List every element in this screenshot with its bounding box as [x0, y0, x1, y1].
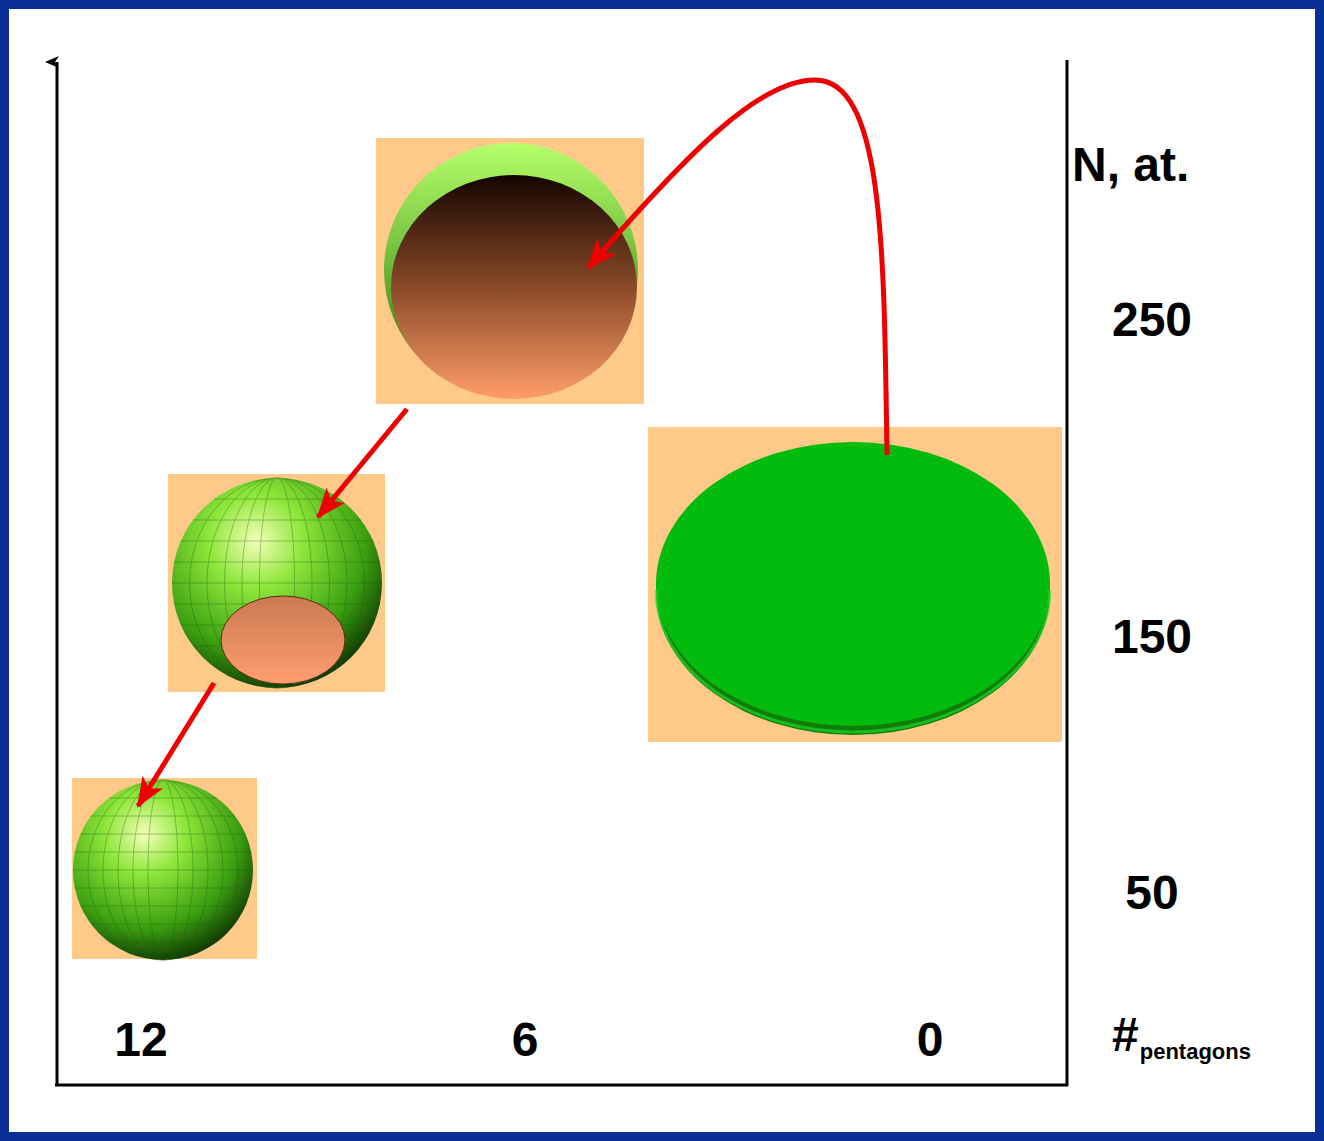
- tick-value: 250: [1112, 296, 1192, 344]
- right-axis: [1066, 60, 1069, 1086]
- tick-value: 12: [114, 1016, 167, 1064]
- horizontal-axis: [55, 1084, 1068, 1087]
- flat-sheet-image: [648, 427, 1062, 742]
- transition-arrow: [138, 683, 214, 806]
- nearly-closed-shell-image: [168, 474, 385, 692]
- axis-title-subscript: pentagons: [1140, 1041, 1251, 1063]
- tick-value: 50: [1125, 869, 1178, 917]
- transition-arrow: [318, 409, 407, 517]
- half-shell-image: [376, 138, 644, 404]
- closed-cage-image: [72, 778, 257, 960]
- axis-title: N, at.: [1072, 141, 1189, 189]
- tick-value: 150: [1112, 613, 1192, 661]
- transition-arrow: [588, 80, 887, 455]
- tick-value: 6: [512, 1016, 539, 1064]
- tick-value: 0: [917, 1016, 944, 1064]
- axis-title: #: [1112, 1011, 1139, 1059]
- vertical-axis: [56, 62, 59, 1085]
